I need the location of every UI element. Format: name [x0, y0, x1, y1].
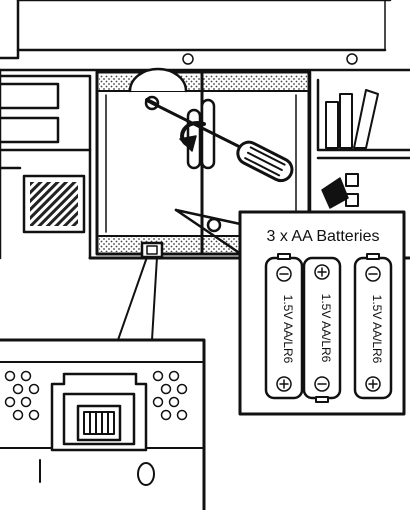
battery-3	[353, 253, 393, 400]
switch-zoom-panel	[0, 338, 206, 510]
plus-icon	[279, 379, 289, 389]
slide-switch-icon	[50, 372, 148, 452]
battery-cover-screw	[206, 217, 222, 233]
battery-2-label: 1.5V AA/LR6	[319, 294, 333, 363]
plus-icon	[317, 267, 327, 277]
power-switch	[140, 241, 164, 259]
counterclockwise-arrow-icon	[179, 120, 206, 152]
battery-2	[302, 256, 342, 403]
callout-title: 3 x AA Batteries	[267, 228, 380, 245]
battery-1	[264, 253, 304, 400]
battery-1-label: 1.5V AA/LR6	[281, 295, 295, 364]
battery-3-label: 1.5V AA/LR6	[370, 295, 384, 364]
left-drawer-panel	[0, 68, 92, 260]
battery-callout	[238, 210, 406, 416]
plus-icon	[368, 379, 378, 389]
zoom-connector	[117, 256, 158, 341]
screwdriver-icon	[145, 98, 294, 183]
